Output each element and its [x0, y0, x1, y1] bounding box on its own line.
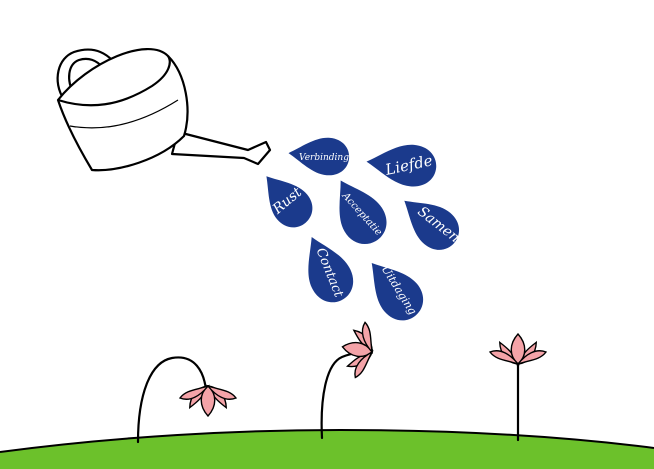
- grass-hill: [0, 430, 654, 469]
- drop-label-verbinding: Verbinding: [299, 153, 349, 163]
- watering-can-icon: [56, 47, 272, 172]
- flower-right: [489, 333, 547, 369]
- flower-left: [179, 381, 237, 417]
- flower-middle: [336, 318, 382, 381]
- flower-stem-left: [136, 356, 208, 444]
